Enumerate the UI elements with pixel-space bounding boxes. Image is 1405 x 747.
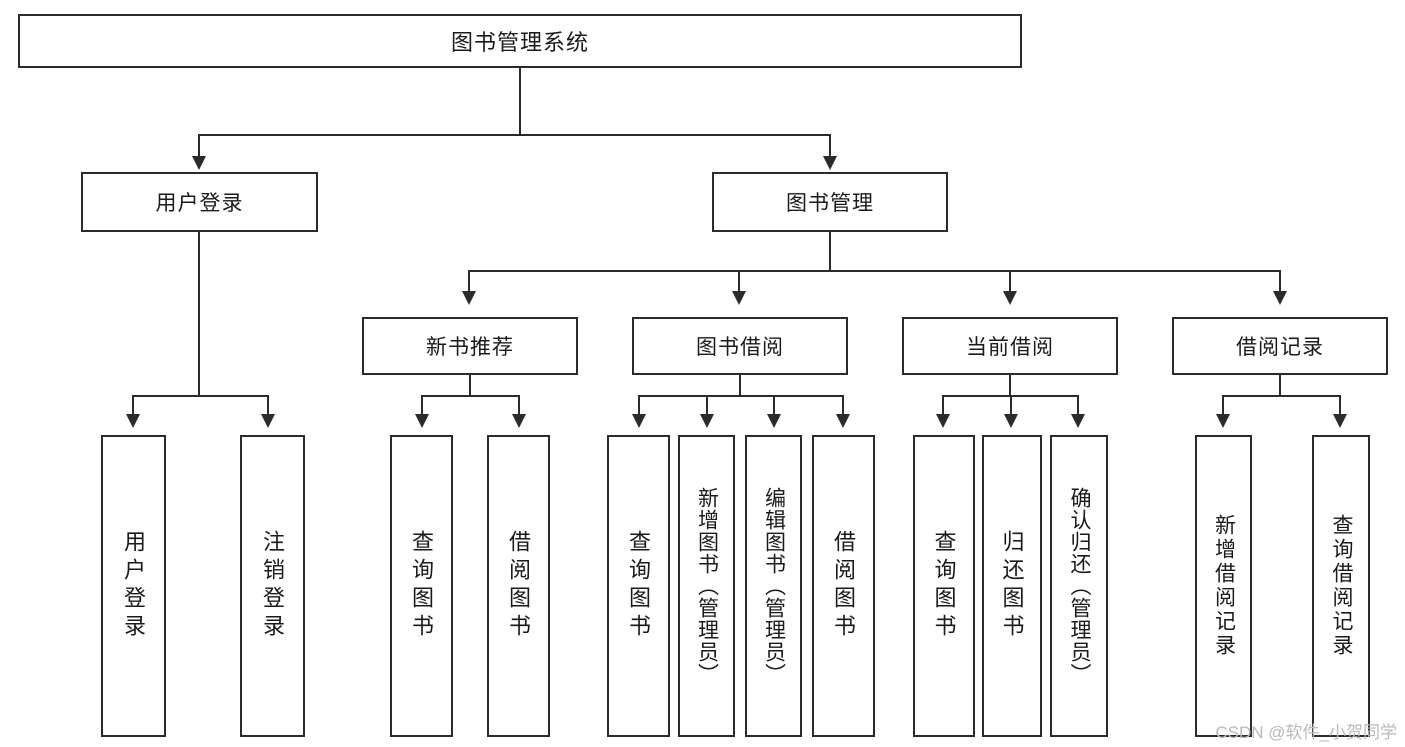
connector-book-manage-drop-4: [1279, 270, 1281, 292]
connector-current-borrow-drop-1: [942, 395, 944, 415]
leaf-logout[interactable]: 注销登录: [240, 435, 305, 737]
arrowhead-book-borrow: [732, 291, 746, 305]
node-label: 图书借阅: [696, 336, 784, 359]
connector-new-book-stem: [469, 375, 471, 397]
node-label: 注销登录: [260, 530, 286, 642]
connector-book-borrow-bus: [638, 395, 844, 397]
node-borrow-record[interactable]: 借阅记录: [1172, 317, 1388, 375]
connector-root-to-book-manage: [829, 134, 831, 158]
connector-book-borrow-drop-4: [842, 395, 844, 415]
arrowhead-leaf-user-login: [126, 414, 140, 428]
arrowhead-leaf-query-book-1: [415, 414, 429, 428]
connector-book-manage-bus: [468, 270, 1280, 272]
connector-borrow-record-drop-1: [1222, 395, 1224, 415]
node-label: 借阅图书: [506, 530, 532, 642]
arrowhead-borrow-record: [1273, 291, 1287, 305]
connector-new-book-drop-2: [518, 395, 520, 415]
node-user-login[interactable]: 用户登录: [81, 172, 318, 232]
connector-book-borrow-drop-2: [706, 395, 708, 415]
arrowhead-leaf-query-book-3: [936, 414, 950, 428]
arrowhead-leaf-confirm-return: [1071, 414, 1085, 428]
node-label: 当前借阅: [966, 336, 1054, 359]
arrowhead-leaf-return-book: [1004, 414, 1018, 428]
connector-book-manage-drop-2: [738, 270, 740, 292]
arrowhead-user-login: [192, 156, 206, 170]
connector-borrow-record-bus: [1222, 395, 1341, 397]
arrowhead-leaf-edit-book: [767, 414, 781, 428]
node-label: 借阅图书: [831, 530, 857, 642]
connector-root-stem: [519, 68, 521, 134]
arrowhead-leaf-add-record: [1216, 414, 1230, 428]
leaf-add-book-admin[interactable]: 新增图书（管理员）: [678, 435, 735, 737]
connector-user-login-stem: [198, 232, 200, 397]
connector-new-book-bus: [421, 395, 520, 397]
arrowhead-leaf-logout: [261, 414, 275, 428]
node-label: 用户登录: [121, 530, 147, 642]
node-label: 编辑图书（管理员）: [762, 487, 786, 685]
connector-book-borrow-drop-1: [638, 395, 640, 415]
leaf-confirm-return-admin[interactable]: 确认归还（管理员）: [1050, 435, 1108, 737]
connector-root-bus: [198, 134, 831, 136]
node-label: 查询图书: [931, 530, 957, 642]
leaf-edit-book-admin[interactable]: 编辑图书（管理员）: [745, 435, 802, 737]
arrowhead-leaf-borrow-book-2: [836, 414, 850, 428]
arrowhead-leaf-query-book-2: [632, 414, 646, 428]
connector-root-to-user-login: [198, 134, 200, 158]
arrowhead-leaf-borrow-book-1: [512, 414, 526, 428]
arrowhead-current-borrow: [1003, 291, 1017, 305]
connector-book-borrow-stem: [739, 375, 741, 397]
arrowhead-leaf-add-book: [700, 414, 714, 428]
connector-book-manage-drop-1: [468, 270, 470, 292]
csdn-watermark: CSDN @软件_小贺同学: [1215, 723, 1397, 742]
arrowhead-leaf-query-record: [1333, 414, 1347, 428]
node-label: 查询借阅记录: [1330, 514, 1354, 658]
node-root-system[interactable]: 图书管理系统: [18, 14, 1022, 68]
leaf-borrow-book-borrow[interactable]: 借阅图书: [812, 435, 875, 737]
arrowhead-book-manage: [823, 156, 837, 170]
arrowhead-new-book-recommend: [462, 291, 476, 305]
connector-borrow-record-stem: [1279, 375, 1281, 397]
node-new-book-recommend[interactable]: 新书推荐: [362, 317, 578, 375]
leaf-query-book-borrow[interactable]: 查询图书: [607, 435, 670, 737]
connector-user-login-bus: [132, 395, 267, 397]
leaf-borrow-book-recommend[interactable]: 借阅图书: [487, 435, 550, 737]
connector-borrow-record-drop-2: [1339, 395, 1341, 415]
leaf-user-login[interactable]: 用户登录: [101, 435, 166, 737]
leaf-return-book[interactable]: 归还图书: [982, 435, 1042, 737]
node-current-borrow[interactable]: 当前借阅: [902, 317, 1118, 375]
leaf-query-borrow-record[interactable]: 查询借阅记录: [1312, 435, 1370, 737]
node-label: 确认归还（管理员）: [1068, 487, 1092, 685]
connector-current-borrow-drop-3: [1077, 395, 1079, 415]
node-label: 新增借阅记录: [1212, 514, 1236, 658]
node-label: 新增图书（管理员）: [695, 487, 719, 685]
node-label: 归还图书: [999, 530, 1025, 642]
node-book-manage[interactable]: 图书管理: [712, 172, 948, 232]
node-label: 用户登录: [155, 192, 244, 215]
leaf-add-borrow-record[interactable]: 新增借阅记录: [1195, 435, 1252, 737]
connector-user-login-drop-1: [132, 395, 134, 415]
node-label: 新书推荐: [426, 336, 514, 359]
connector-book-manage-drop-3: [1009, 270, 1011, 292]
connector-book-borrow-drop-3: [773, 395, 775, 415]
connector-current-borrow-drop-2: [1010, 395, 1012, 415]
node-label: 图书管理: [786, 192, 874, 215]
node-label: 查询图书: [409, 530, 435, 642]
leaf-query-book-recommend[interactable]: 查询图书: [390, 435, 453, 737]
node-label: 借阅记录: [1236, 336, 1324, 359]
node-label: 查询图书: [626, 530, 652, 642]
node-book-borrow[interactable]: 图书借阅: [632, 317, 848, 375]
connector-user-login-drop-2: [267, 395, 269, 415]
node-label: 图书管理系统: [450, 30, 589, 55]
connector-new-book-drop-1: [421, 395, 423, 415]
connector-book-manage-stem: [829, 232, 831, 272]
connector-current-borrow-stem: [1009, 375, 1011, 397]
leaf-query-book-current[interactable]: 查询图书: [913, 435, 975, 737]
